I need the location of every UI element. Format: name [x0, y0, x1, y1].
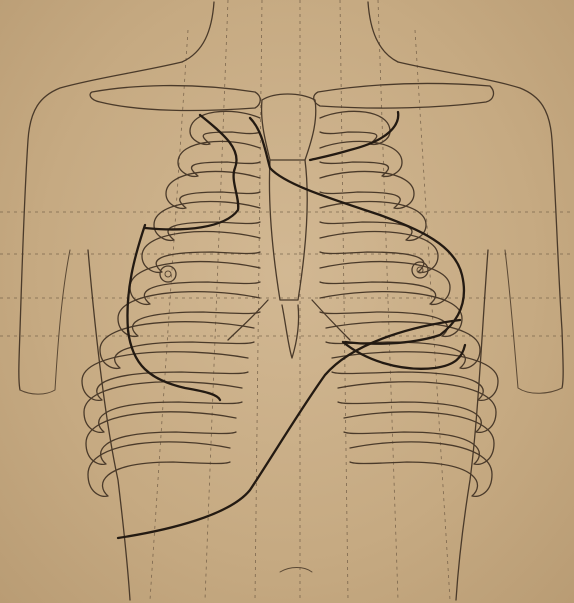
rib	[166, 171, 260, 208]
manubrium	[262, 94, 316, 160]
rib	[142, 232, 260, 273]
grid-line-vertical	[255, 0, 262, 600]
boundary-line-liver	[118, 320, 460, 538]
clavicles	[90, 84, 493, 111]
grid-line-vertical	[378, 0, 398, 600]
rib-cage-left	[82, 111, 260, 496]
sternum	[262, 94, 316, 358]
arm-right-inner	[505, 250, 562, 393]
xiphoid-process	[282, 305, 299, 358]
rib	[344, 412, 494, 465]
arm-left-inner	[20, 250, 70, 394]
rib-cage-right	[320, 111, 498, 496]
rib	[100, 322, 254, 369]
costal-margin-left	[228, 300, 268, 340]
rib	[320, 232, 438, 273]
flank-left	[88, 250, 130, 600]
rib	[320, 292, 462, 337]
boundary-line-left-apex	[310, 112, 398, 160]
boundary-line-lower-right-lobe	[343, 342, 465, 369]
nipple-left	[160, 266, 176, 282]
rib	[326, 322, 480, 369]
rib	[82, 352, 248, 401]
shoulder-left	[19, 62, 182, 390]
rib	[338, 382, 496, 433]
clavicle-left	[90, 86, 260, 111]
torso-outline	[19, 2, 563, 600]
rib	[332, 352, 498, 401]
rib	[88, 442, 230, 497]
grid-line-vertical	[415, 30, 450, 600]
neck-right	[368, 2, 398, 62]
clavicle-right	[314, 84, 494, 109]
flank-right	[456, 250, 488, 600]
grid-line-vertical	[340, 0, 348, 600]
costal-margin-right	[312, 300, 350, 340]
navel	[280, 568, 312, 573]
rib	[320, 171, 414, 208]
